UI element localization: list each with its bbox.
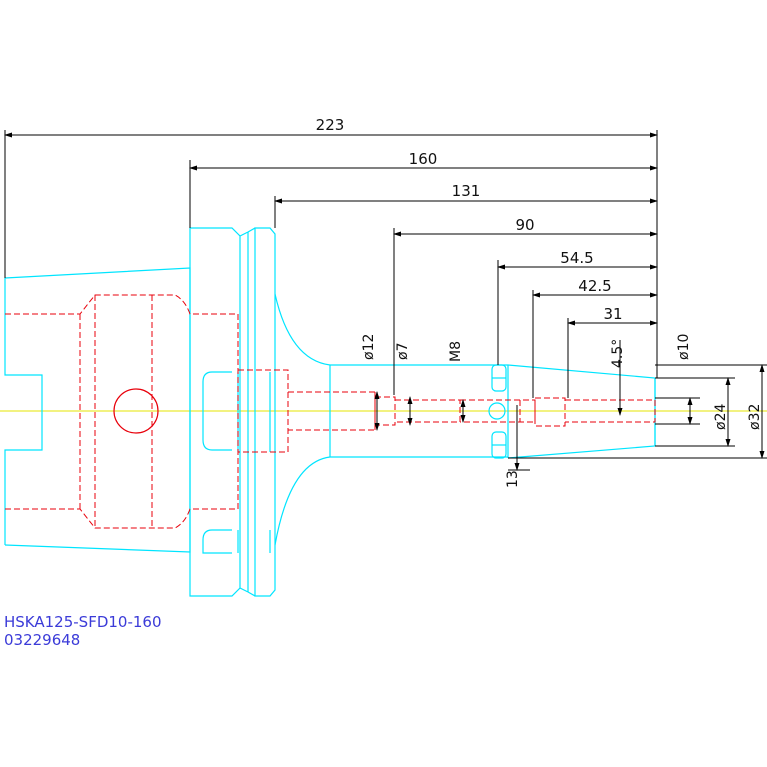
dim-13: 13 [505,470,521,488]
dim-thread-m8: M8 [448,341,464,362]
dimension-lines [4,130,767,471]
cross-hole [113,388,159,434]
dim-dia7: ø7 [395,343,411,360]
dim-dia24: ø24 [713,404,729,430]
dim-31: 31 [603,305,622,323]
dim-overall-length: 223 [316,116,345,134]
order-code: 03229648 [4,631,80,649]
dim-dia10: ø10 [676,334,692,360]
part-number: HSKA125-SFD10-160 [4,613,162,631]
dim-dia32: ø32 [747,404,763,430]
dim-90: 90 [515,216,534,234]
tool-outline [4,227,656,597]
dim-taper-angle: 4.5° [610,339,626,368]
coolant-port [488,402,506,420]
dim-54-5: 54.5 [560,249,593,267]
dim-flange-to-tip: 160 [409,150,438,168]
dim-42-5: 42.5 [578,277,611,295]
drawing-sheet [0,120,767,640]
dim-body-length: 131 [452,182,481,200]
dim-dia12: ø12 [361,334,377,360]
